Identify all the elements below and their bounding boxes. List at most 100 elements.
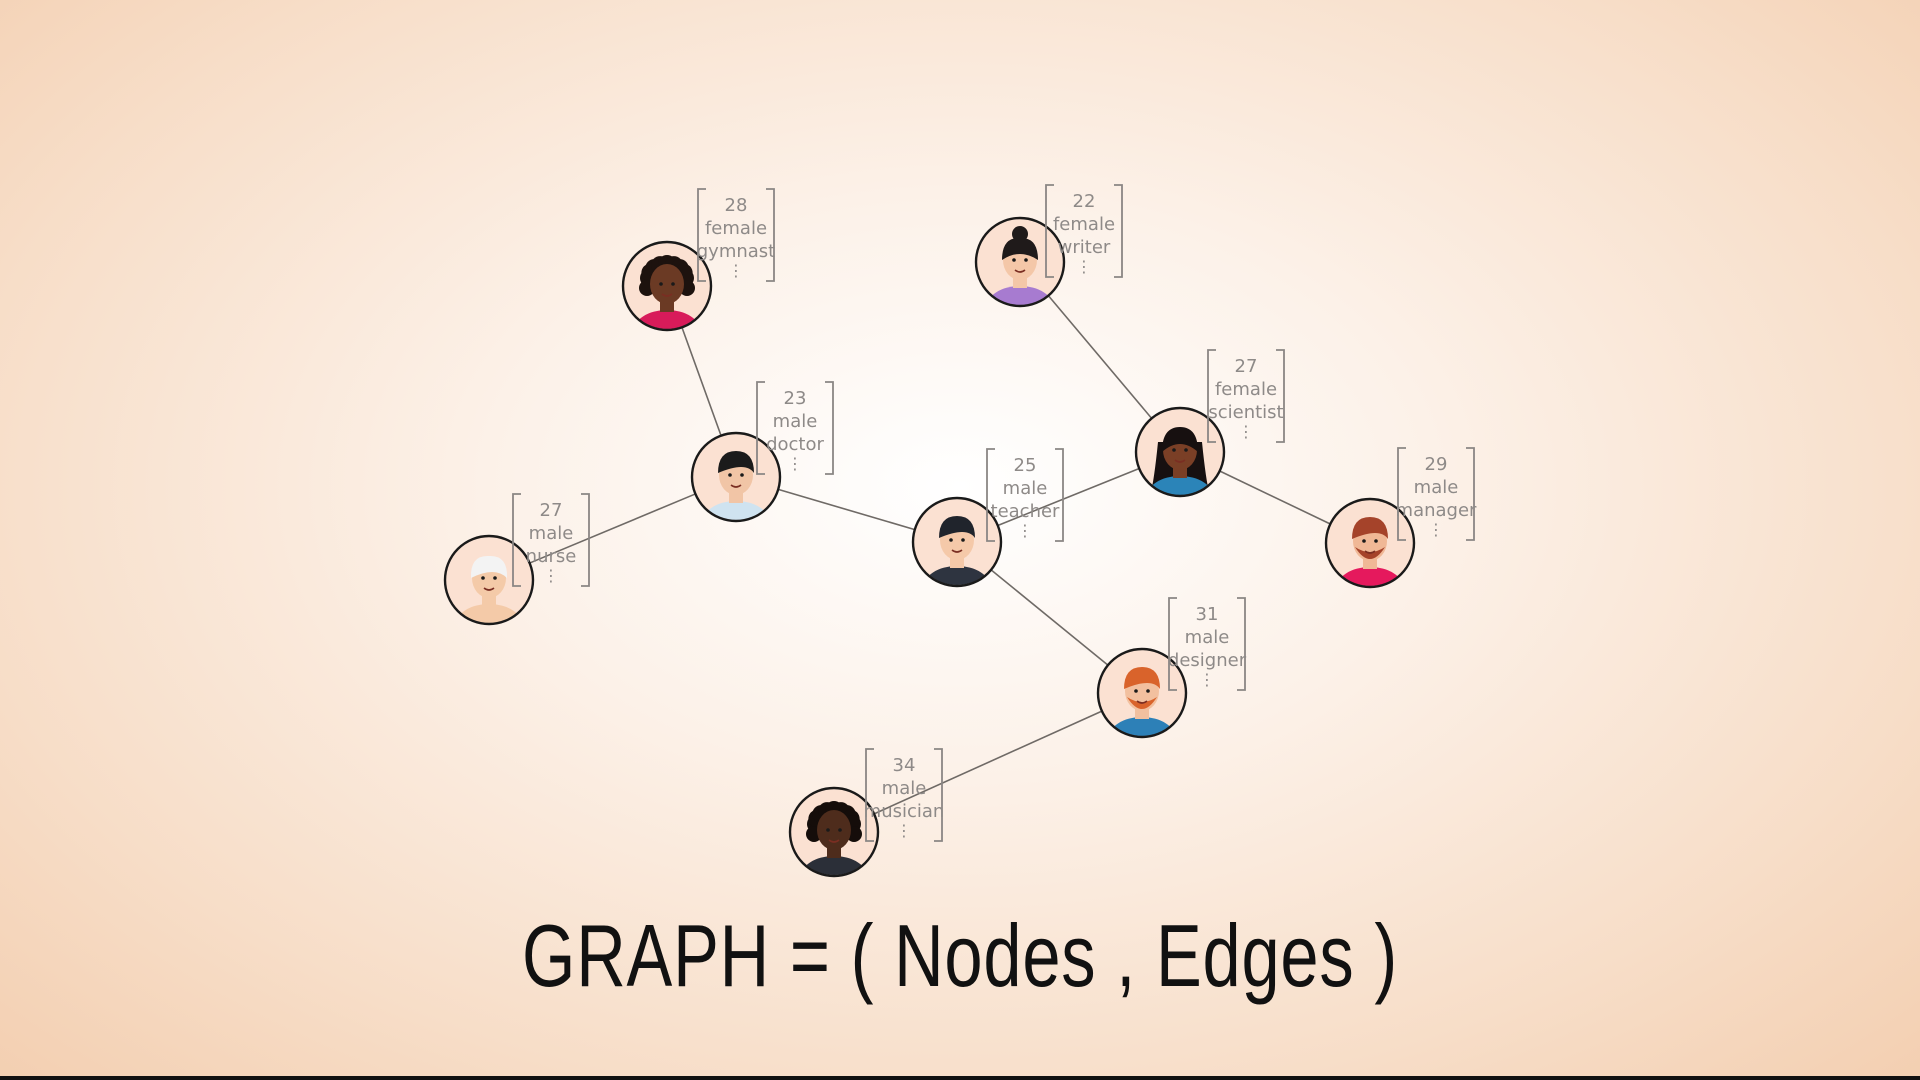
edge-designer-musician: [873, 710, 1103, 815]
avatar-ring: [1324, 497, 1416, 589]
left-bracket: [756, 381, 765, 475]
node-gender: female: [1053, 214, 1115, 235]
left-bracket: [1045, 184, 1054, 278]
more-attributes-ellipsis: ⋮: [1238, 422, 1254, 441]
right-bracket: [1055, 448, 1064, 542]
edge-doctor-teacher: [777, 488, 916, 531]
right-bracket: [1466, 447, 1475, 541]
more-attributes-ellipsis: ⋮: [1076, 257, 1092, 276]
left-bracket: [512, 493, 521, 587]
bottom-border: [0, 1076, 1920, 1080]
node-occupation: musician: [864, 801, 945, 822]
node-age: 27: [540, 500, 563, 521]
node-gender: male: [882, 778, 927, 799]
avatar-ring: [974, 216, 1066, 308]
avatar-ring: [690, 431, 782, 523]
nodes-layer: 28femalegymnast⋮22femalewriter⋮23maledoc…: [443, 184, 1478, 900]
edge-teacher-scientist: [997, 467, 1140, 527]
right-bracket: [825, 381, 834, 475]
gymnast-avatar-icon: [633, 255, 701, 329]
node-gender: male: [773, 411, 818, 432]
more-attributes-ellipsis: ⋮: [728, 261, 744, 280]
node-age: 27: [1235, 356, 1258, 377]
right-bracket: [1276, 349, 1285, 443]
right-bracket: [934, 748, 943, 842]
node-gender: male: [1185, 627, 1230, 648]
node-occupation: designer: [1168, 650, 1247, 671]
doctor-avatar-icon: [702, 451, 770, 520]
node-occupation: writer: [1058, 237, 1111, 258]
graph-formula: GRAPH = ( Nodes , Edges ): [522, 906, 1398, 1005]
avatar-ring: [1096, 647, 1188, 739]
writer-avatar-icon: [986, 226, 1054, 305]
node-occupation: manager: [1396, 500, 1478, 521]
edges-layer: [529, 295, 1331, 815]
avatar-ring: [911, 496, 1003, 588]
node-age: 34: [893, 755, 916, 776]
left-bracket: [1207, 349, 1216, 443]
more-attributes-ellipsis: ⋮: [787, 454, 803, 473]
more-attributes-ellipsis: ⋮: [1428, 520, 1444, 539]
edge-scientist-manager: [1219, 470, 1331, 525]
node-age: 22: [1073, 191, 1096, 212]
edge-doctor-nurse: [529, 493, 696, 564]
node-gender: male: [1414, 477, 1459, 498]
left-bracket: [1397, 447, 1406, 541]
node-age: 28: [725, 195, 748, 216]
musician-avatar-icon: [800, 801, 868, 875]
edge-gymnast-doctor: [681, 327, 722, 436]
node-gender: female: [1215, 379, 1277, 400]
more-attributes-ellipsis: ⋮: [1017, 521, 1033, 540]
node-occupation: nurse: [526, 546, 577, 567]
node-age: 29: [1425, 454, 1448, 475]
node-age: 23: [784, 388, 807, 409]
designer-avatar-icon: [1108, 667, 1176, 736]
node-occupation: scientist: [1208, 402, 1283, 423]
right-bracket: [1114, 184, 1123, 278]
right-bracket: [581, 493, 590, 587]
more-attributes-ellipsis: ⋮: [1199, 670, 1215, 689]
avatar-ring: [443, 534, 535, 626]
more-attributes-ellipsis: ⋮: [543, 566, 559, 585]
right-bracket: [1237, 597, 1246, 691]
node-occupation: doctor: [766, 434, 824, 455]
node-age: 31: [1196, 604, 1219, 625]
edge-teacher-designer: [990, 569, 1109, 666]
left-bracket: [1168, 597, 1177, 691]
teacher-avatar-icon: [923, 516, 991, 585]
right-bracket: [766, 188, 775, 282]
left-bracket: [986, 448, 995, 542]
node-gender: female: [705, 218, 767, 239]
node-gender: male: [529, 523, 574, 544]
nurse-avatar-icon: [455, 555, 523, 623]
avatar-ring: [788, 786, 880, 878]
more-attributes-ellipsis: ⋮: [896, 821, 912, 840]
avatar-ring: [1134, 406, 1226, 498]
left-bracket: [697, 188, 706, 282]
node-occupation: gymnast: [697, 241, 776, 262]
avatar-ring: [621, 240, 713, 332]
node-age: 25: [1014, 455, 1037, 476]
manager-avatar-icon: [1336, 517, 1404, 586]
node-gender: male: [1003, 478, 1048, 499]
node-occupation: teacher: [991, 501, 1061, 522]
